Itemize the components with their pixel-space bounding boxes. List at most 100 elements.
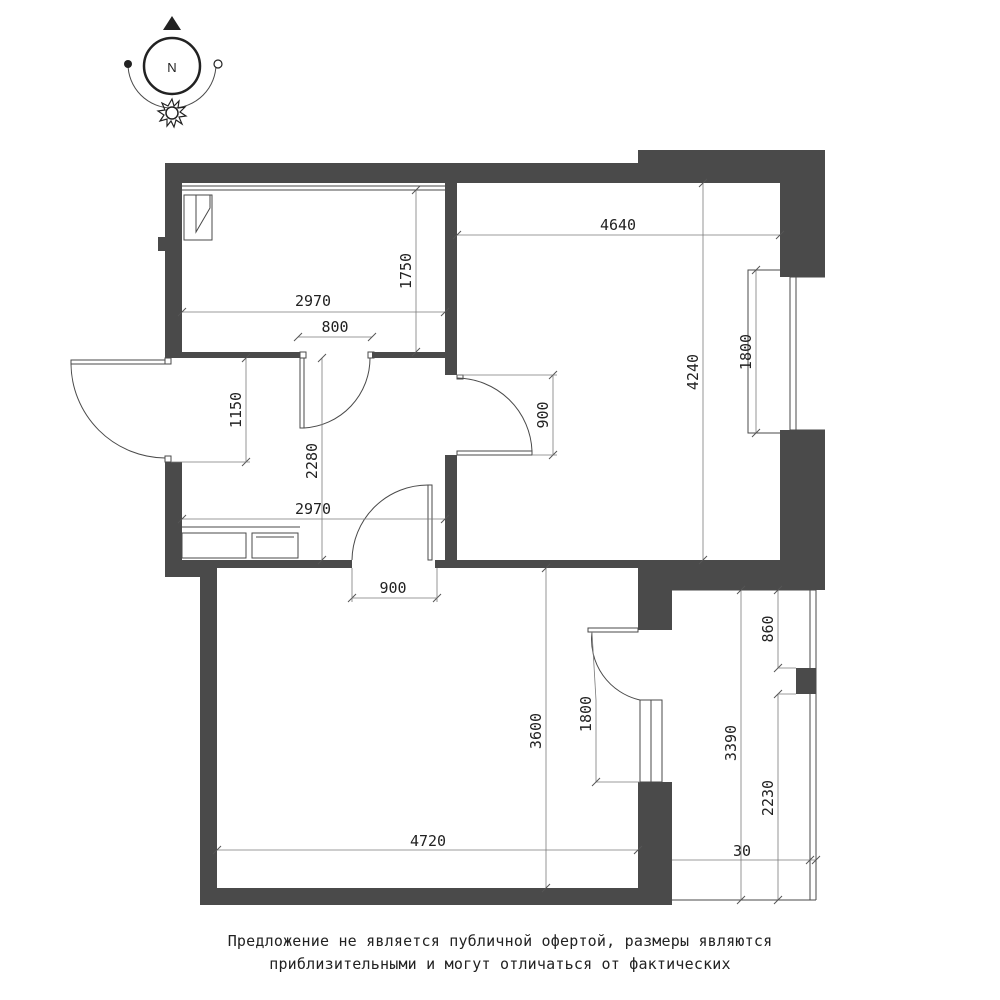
wall-left-upper [165,163,182,358]
dim-tick-860-a [773,585,783,595]
dim-3390: 3390 [722,725,740,761]
dim-tick-1750-b [411,347,421,357]
dim-4240: 4240 [684,354,702,390]
walls [158,150,825,905]
wall-top-right [638,150,825,183]
balcony-post [796,668,816,694]
dim-tick-1150-a [241,353,251,363]
dim-30: 30 [733,842,751,860]
dimension-labels: 4640 4240 1800 2970 1750 800 1150 900 22… [227,216,777,860]
dim-2970-mid: 2970 [295,500,331,518]
wall-living-bottom [200,888,672,905]
dim-1750: 1750 [397,253,415,289]
bedroom-door-leaf [456,450,533,456]
dim-tick-3600-b [541,883,551,893]
dim-tick-1800d-b [591,777,601,787]
dim-ext-1800d-top [591,631,597,701]
shower-tray [183,194,213,241]
dim-tick-4240-a [698,178,708,188]
wall-left-nib [158,237,165,251]
entrance-door-jamb-top [164,357,172,365]
dim-tick-2970t-a [177,307,187,317]
dim-1800-window: 1800 [737,334,755,370]
dim-tick-2280-b [317,555,327,565]
dim-1800-door: 1800 [577,696,595,732]
wall-balcony-column-upper [638,560,672,630]
dim-tick-3390-b [736,895,746,905]
wall-living-left [200,560,217,905]
sunrise-dot-icon [124,60,132,68]
entrance-door-leaf [70,359,166,365]
bath-door-jamb-2 [367,351,375,359]
cabinet-right [251,532,299,559]
dim-2970-top: 2970 [295,292,331,310]
dim-tick-4640-b [775,230,785,240]
dim-860: 860 [759,615,777,642]
dim-2280: 2280 [303,443,321,479]
wall-bath-bottom-left [182,352,300,358]
bath-door-leaf [299,357,305,429]
dim-tick-1800w-a [751,265,761,275]
balcony-door[interactable] [587,627,641,701]
compass-label: N [167,60,176,75]
dim-tick-4240-b [698,555,708,565]
disclaimer-line-2: приблизительными и могут отличаться от ф… [269,955,731,973]
shower-corner [195,194,211,234]
wall-top [165,163,640,183]
wall-balcony-column-lower [638,782,672,905]
entrance-door[interactable] [70,357,172,463]
dim-tick-30-b [811,855,821,865]
dim-4720: 4720 [410,832,446,850]
dim-tick-2970t-b [440,307,450,317]
dim-3600: 3600 [527,713,545,749]
wall-bedroom-left-lower [445,455,457,567]
dim-tick-2970m-a [177,514,187,524]
dim-tick-1800w-b [751,428,761,438]
living-door-leaf [427,484,433,561]
living-door-swing [351,484,429,561]
doors [70,351,641,701]
compass-ring [142,36,202,96]
dim-tick-800-a [293,332,303,342]
dim-tick-3600-a [541,563,551,573]
dim-900-bottom: 900 [379,579,406,597]
dim-tick-30-a [805,855,815,865]
dim-tick-4640-a [452,230,462,240]
disclaimer-line-1: Предложение не является публичной оферто… [227,932,773,950]
dim-tick-2970m-b [440,514,450,524]
wall-bedroom-left-upper [445,183,457,375]
compass: N [124,16,223,129]
dim-tick-3390-a [736,585,746,595]
bathroom-door[interactable] [299,351,375,429]
entrance-door-jamb-bottom [164,455,172,463]
bath-door-jamb [299,351,307,359]
wall-left-lower [165,462,182,577]
dim-tick-2230-b [773,895,783,905]
sunset-dot-icon [213,59,223,69]
bedroom-door[interactable] [456,374,533,456]
fixtures [181,185,825,901]
cabinet-left [181,532,247,559]
balcony-door-leaf [587,627,639,633]
sun-icon [156,97,188,129]
bedroom-door-swing [456,377,533,452]
living-door[interactable] [351,484,433,561]
north-arrow-icon [163,16,181,30]
entrance-door-swing [70,363,166,459]
dim-tick-800-b [367,332,377,342]
wall-hall-bottom-left [182,560,352,568]
dim-4640: 4640 [600,216,636,234]
dim-tick-4720-b [633,845,643,855]
dim-tick-4720-a [212,845,222,855]
dim-tick-2280-a [317,353,327,363]
wall-hall-bottom-right [435,560,672,568]
wall-bath-bottom-right [372,352,457,358]
dim-tick-1750-a [411,185,421,195]
dim-900-right: 900 [534,401,552,428]
balcony-door-swing [591,631,641,701]
dim-2230: 2230 [759,780,777,816]
bath-door-swing [303,357,371,429]
dimension-lines [171,178,821,905]
dim-800: 800 [321,318,348,336]
